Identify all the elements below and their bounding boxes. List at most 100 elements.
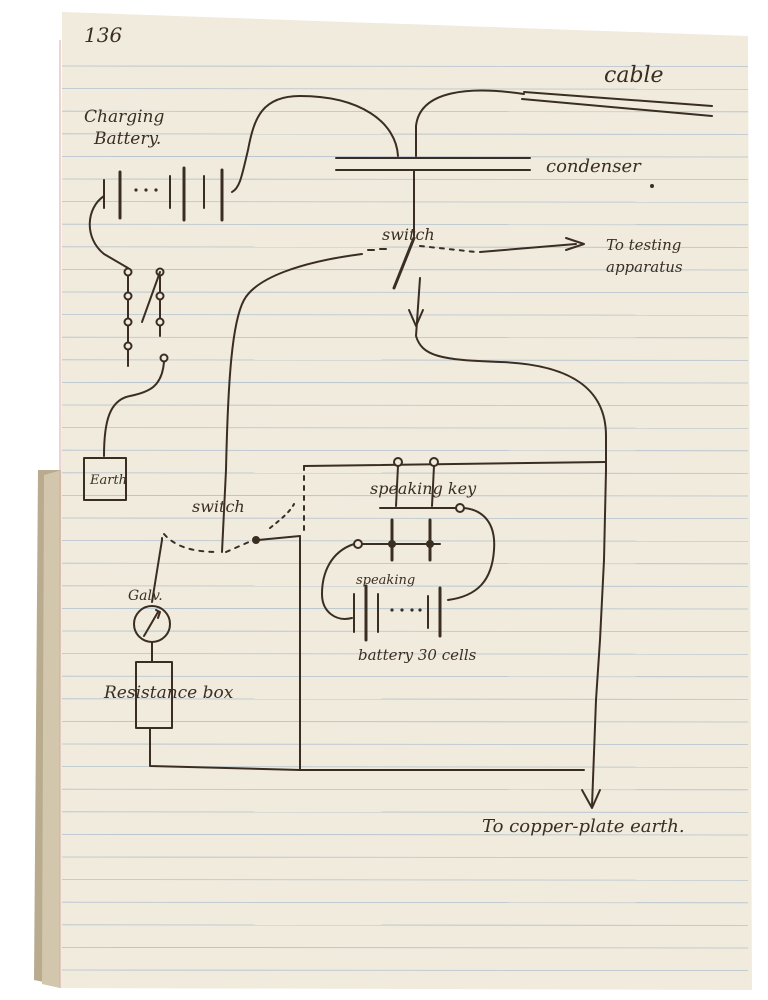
lower-switch-to-rail (257, 535, 301, 541)
label-battery-cells: battery 30 cells (358, 646, 477, 664)
ruled-line (61, 901, 749, 904)
wire-cable-to-condenser (415, 89, 525, 157)
cable-line-1 (523, 91, 713, 107)
wire-battery-to-switches (88, 195, 129, 269)
label-galv: Galv. (128, 588, 163, 604)
lower-switch-hint (269, 503, 295, 529)
right-rail-wire (591, 469, 607, 807)
switch-top-blade (392, 236, 416, 290)
ruled-lines (61, 65, 749, 971)
ruled-line (61, 540, 749, 542)
key-contact (426, 540, 434, 548)
ruled-line (61, 449, 749, 452)
label-speaking: speaking (356, 573, 415, 588)
resistance-box (135, 661, 173, 729)
terminal (123, 317, 133, 327)
ruled-line (61, 336, 749, 339)
ruled-line (61, 223, 749, 226)
wire-condenser-to-battery (231, 95, 399, 193)
ruled-line (61, 788, 749, 791)
ruled-line (61, 178, 749, 181)
key-post (395, 465, 399, 507)
lower-switch-dash (163, 533, 219, 553)
arrow-down-earth (581, 789, 601, 809)
ruled-line (61, 246, 749, 248)
ruled-line (61, 381, 749, 384)
ruled-line (61, 201, 749, 203)
ruled-line (61, 969, 749, 971)
galv-needle (143, 611, 159, 637)
ruled-line (61, 585, 749, 587)
ruled-line (61, 630, 749, 632)
ruled-line (61, 562, 749, 565)
ruled-line (61, 856, 749, 858)
label-earth: Earth (89, 473, 127, 488)
label-speaking-key: speaking key (370, 479, 477, 498)
ruled-line (61, 947, 749, 949)
wire-to-testing (479, 243, 577, 253)
wire-key-loop-right (447, 507, 496, 601)
label-resistance-box: Resistance box (103, 683, 234, 703)
label-switch-top: switch (382, 225, 435, 244)
paper (60, 12, 752, 990)
ruled-line (61, 494, 749, 497)
terminal (155, 317, 165, 327)
label-charging-battery-2: Battery. (93, 129, 161, 149)
terminal (123, 291, 133, 301)
switch-top-dash (367, 248, 387, 251)
label-switch-left: switch (192, 497, 245, 516)
switch-blade (141, 271, 161, 323)
ruled-line (61, 88, 749, 90)
battery-dots (134, 188, 422, 612)
ruled-line (61, 811, 749, 813)
ruled-line (61, 608, 749, 610)
terminal (159, 353, 169, 363)
ruled-line (61, 743, 749, 745)
ruled-line (61, 653, 749, 655)
ruled-line (61, 924, 749, 926)
wire-top-of-key (303, 461, 607, 467)
ruled-line (61, 675, 749, 678)
galv-needle-tip (155, 609, 161, 619)
arrow-down-top (408, 309, 424, 327)
switch-top-dash-right (419, 245, 477, 253)
ruled-line (61, 268, 749, 271)
key-contact (388, 540, 396, 548)
ruled-line (61, 698, 749, 700)
key-terminal (353, 539, 363, 549)
wire-switch-to-earth (103, 361, 165, 457)
wire-resistance-to-earth (149, 727, 585, 771)
ruled-line (61, 359, 749, 361)
key-terminal (429, 457, 439, 467)
ruled-line (61, 155, 749, 158)
wire-switch-to-right-rail (415, 277, 607, 471)
label-to-testing-1: To testing (606, 236, 681, 254)
ruled-line (61, 721, 749, 723)
wire-top-switch-to-lower-switch (221, 253, 363, 553)
key-post (431, 465, 435, 507)
ruled-line (61, 472, 749, 474)
earth-box (83, 457, 127, 501)
label-charging-battery-1: Charging (84, 107, 164, 127)
ruled-line (61, 517, 749, 519)
label-cable: cable (604, 63, 664, 88)
ruled-line (61, 110, 749, 113)
wire-switch-to-galv (151, 539, 163, 603)
ruled-line (61, 404, 749, 407)
terminal (155, 291, 165, 301)
ruled-line (61, 879, 749, 881)
page-number: 136 (84, 23, 122, 47)
ruled-line (61, 291, 749, 294)
ruled-line (61, 65, 749, 67)
terminal (123, 267, 133, 277)
ruled-line (61, 427, 749, 429)
ruled-line (61, 133, 749, 135)
arrow-to-testing (565, 237, 585, 251)
page-stack-edge-inner (42, 470, 62, 988)
ink-dot (650, 184, 654, 188)
label-to-testing-2: apparatus (606, 258, 683, 276)
key-terminal (455, 503, 465, 513)
terminal (123, 341, 133, 351)
